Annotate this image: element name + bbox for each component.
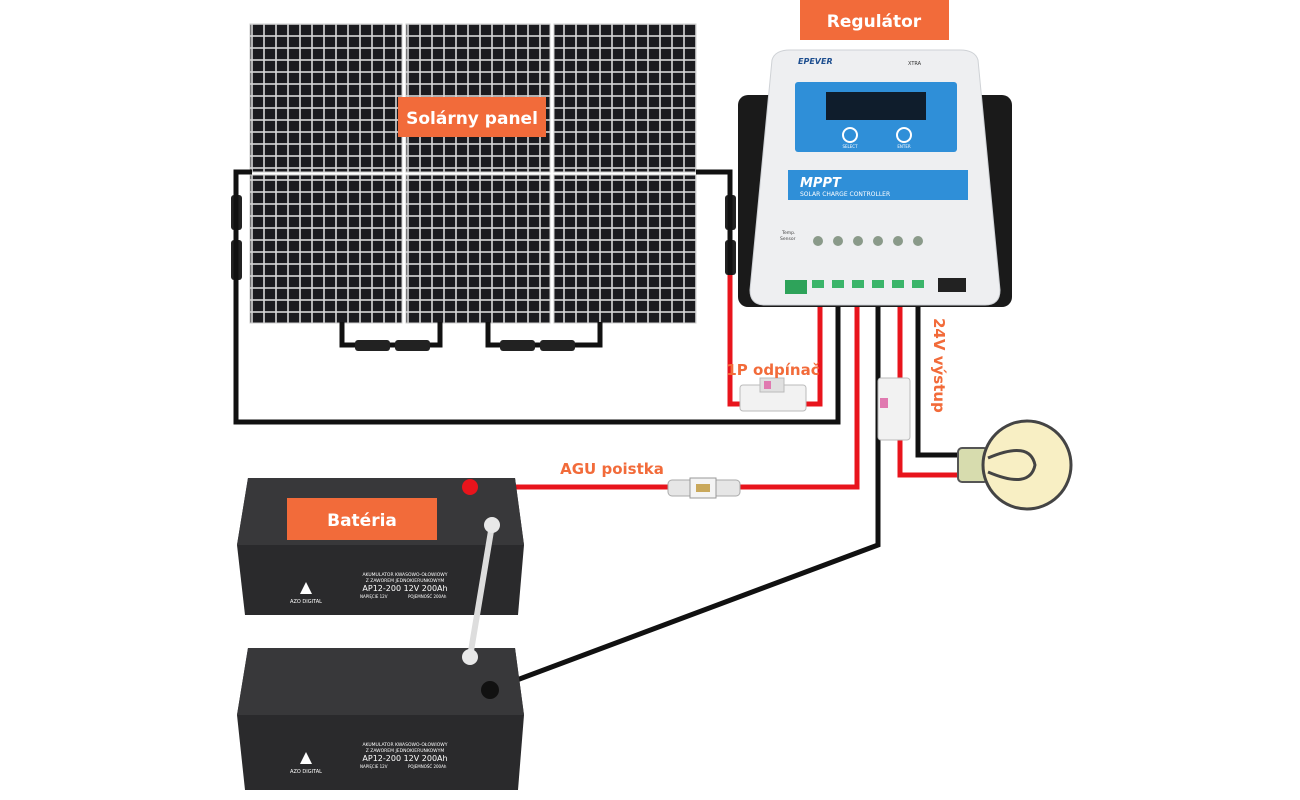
battery-voltage: NAPIĘCIE 12V — [360, 594, 388, 599]
model-label: XTRA — [908, 61, 922, 67]
light-bulb — [957, 419, 1073, 511]
battery-model: AP12-200 12V 200Ah — [362, 584, 447, 593]
battery-capacity: POJEMNOŚĆ 200Ah — [408, 764, 447, 769]
pv-positive-wire-black — [696, 169, 733, 275]
battery-brand: AZO DIGITAL — [290, 599, 322, 605]
label-output: 24V výstup — [930, 318, 948, 413]
battery-positive-wire — [470, 300, 860, 490]
pv-disconnector — [739, 377, 807, 412]
select-button-label: SELECT — [842, 144, 858, 149]
svg-text:Regulátor: Regulátor — [827, 12, 922, 32]
battery-bottom: AZO DIGITAL AKUMULATOR KWASOWO-OŁOWIOWY … — [237, 648, 524, 790]
battery-negative-terminal — [481, 681, 499, 699]
agu-fuse — [667, 477, 741, 499]
battery-terminal — [462, 649, 478, 665]
enter-button-label: ENTER — [897, 144, 910, 149]
battery-voltage: NAPIĘCIE 12V — [360, 764, 388, 769]
load-positive-wire — [897, 300, 962, 478]
pv-negative-wire — [233, 169, 841, 425]
battery-model: AP12-200 12V 200Ah — [362, 754, 447, 763]
battery-brand: AZO DIGITAL — [290, 769, 322, 775]
battery-link-cable — [467, 524, 495, 658]
battery-terminal — [484, 517, 500, 533]
load-negative-wire — [915, 300, 962, 458]
solar-panels — [249, 23, 697, 324]
battery-type-2: Z ZAWOREM JEDNOKIERUNKOWYM — [366, 578, 445, 584]
battery-capacity: POJEMNOŚĆ 200Ah — [408, 594, 447, 599]
temp-sensor-label: Temp. — [781, 230, 795, 236]
label-disconnector: 1P odpínač — [726, 361, 819, 379]
svg-text:Solárny panel: Solárny panel — [406, 109, 538, 129]
battery-type-2: Z ZAWOREM JEDNOKIERUNKOWYM — [366, 748, 445, 754]
brand-logo: EPEVER — [798, 57, 833, 66]
load-breaker — [877, 377, 911, 441]
battery-positive-terminal — [462, 479, 478, 495]
label-fuse: AGU poistka — [560, 460, 664, 478]
battery-type: AKUMULATOR KWASOWO-OŁOWIOWY — [362, 742, 447, 748]
label-battery: Batéria — [287, 498, 437, 540]
label-solar-panel: Solárny panel — [398, 97, 546, 137]
controller-subtitle: SOLAR CHARGE CONTROLLER — [800, 191, 890, 198]
label-regulator: Regulátor — [800, 0, 949, 40]
mppt-label: MPPT — [800, 176, 842, 191]
battery-type: AKUMULATOR KWASOWO-OŁOWIOWY — [362, 572, 447, 578]
svg-text:Batéria: Batéria — [327, 511, 397, 531]
temp-sensor-label-2: Sensor — [780, 236, 796, 242]
charge-controller: SELECT ENTER EPEVER XTRA MPPT SOLAR CHAR… — [738, 49, 1012, 307]
